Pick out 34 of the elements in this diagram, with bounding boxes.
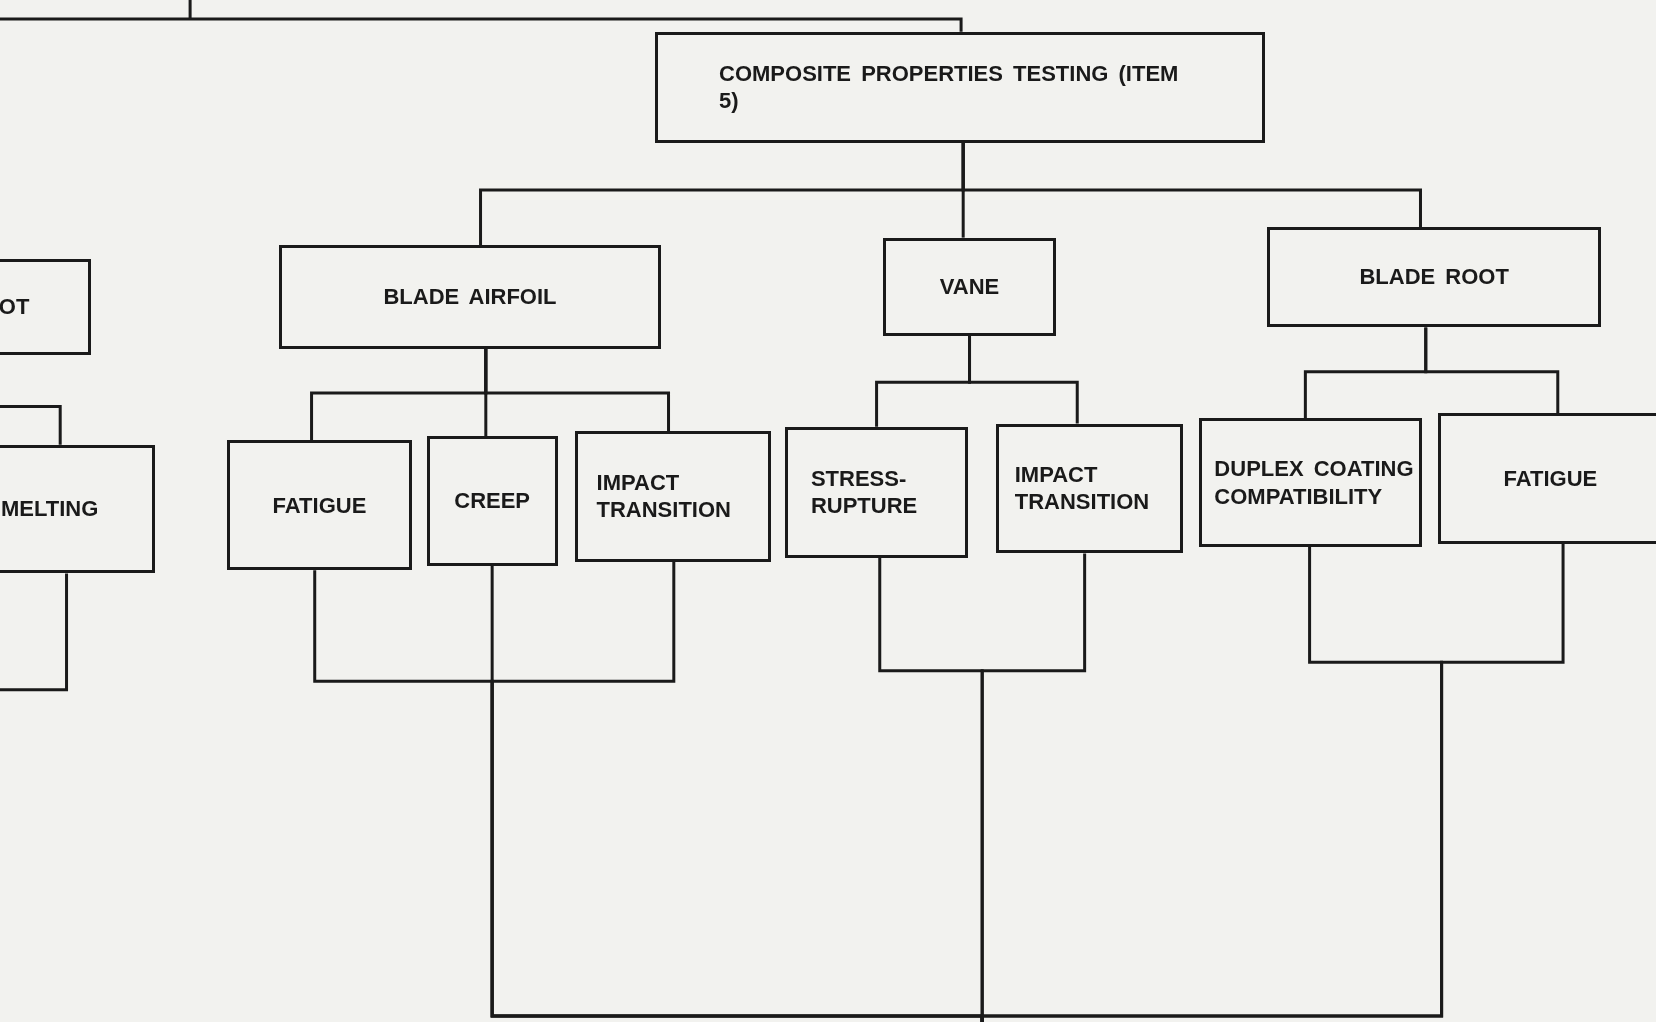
connector-line bbox=[0, 405, 62, 445]
box-label: IMPACT TRANSITION bbox=[596, 468, 732, 524]
process-box bbox=[1267, 227, 1602, 328]
connector-line bbox=[484, 348, 671, 431]
box-label: FATIGUE bbox=[272, 491, 367, 520]
process-box bbox=[995, 423, 1183, 554]
process-box bbox=[1438, 412, 1656, 544]
connector-line bbox=[980, 543, 1565, 1022]
box-label: VANE bbox=[939, 273, 1000, 301]
box-label: OT bbox=[0, 293, 30, 321]
connector-line bbox=[0, 573, 69, 692]
connector-line bbox=[968, 335, 1079, 424]
box-label: CREEP bbox=[454, 487, 531, 515]
process-box bbox=[0, 258, 91, 355]
process-box bbox=[0, 444, 156, 574]
process-box bbox=[882, 237, 1057, 336]
box-label: MELTING bbox=[0, 495, 99, 523]
process-box bbox=[574, 430, 771, 562]
process-box bbox=[654, 31, 1266, 143]
box-label: BLADE ROOT bbox=[1359, 263, 1509, 291]
process-box bbox=[1198, 418, 1422, 548]
connector-line bbox=[1424, 327, 1560, 413]
box-label: BLADE AIRFOIL bbox=[383, 283, 557, 311]
box-label: FATIGUE bbox=[1503, 464, 1598, 493]
box-label: IMPACT TRANSITION bbox=[1014, 460, 1151, 516]
process-box bbox=[227, 440, 412, 571]
process-box bbox=[426, 436, 558, 567]
process-box bbox=[784, 426, 969, 558]
box-label: STRESS-RUPTURE bbox=[810, 464, 919, 520]
connector-line bbox=[0, 0, 963, 34]
process-box bbox=[278, 245, 662, 349]
box-label: COMPOSITE PROPERTIES TESTING (ITEM 5) bbox=[719, 59, 1180, 115]
box-label: DUPLEX COATING COMPATIBILITY bbox=[1214, 455, 1415, 511]
connector-line bbox=[961, 142, 1422, 228]
